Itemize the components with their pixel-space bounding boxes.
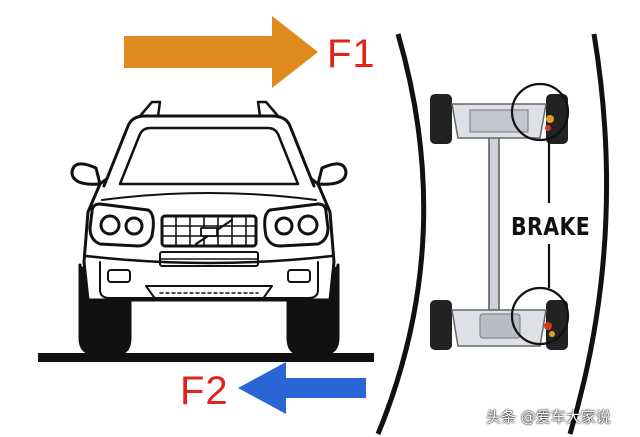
suv-front-view-icon xyxy=(70,100,348,356)
f1-label: F1 xyxy=(327,32,376,76)
curve-line-outer xyxy=(567,33,610,435)
brake-label: BRAKE xyxy=(511,212,591,241)
f1-force-arrow xyxy=(124,16,318,88)
watermark-text: 头条 @爱车大家说 xyxy=(486,408,611,426)
chassis-top-view-icon xyxy=(430,94,568,350)
rear-brake-highlight xyxy=(510,286,570,346)
ground-line xyxy=(38,353,374,362)
f2-label: F2 xyxy=(180,369,229,413)
front-brake-highlight xyxy=(510,82,570,142)
curve-line-inner xyxy=(375,33,427,435)
f2-force-arrow xyxy=(238,362,366,414)
